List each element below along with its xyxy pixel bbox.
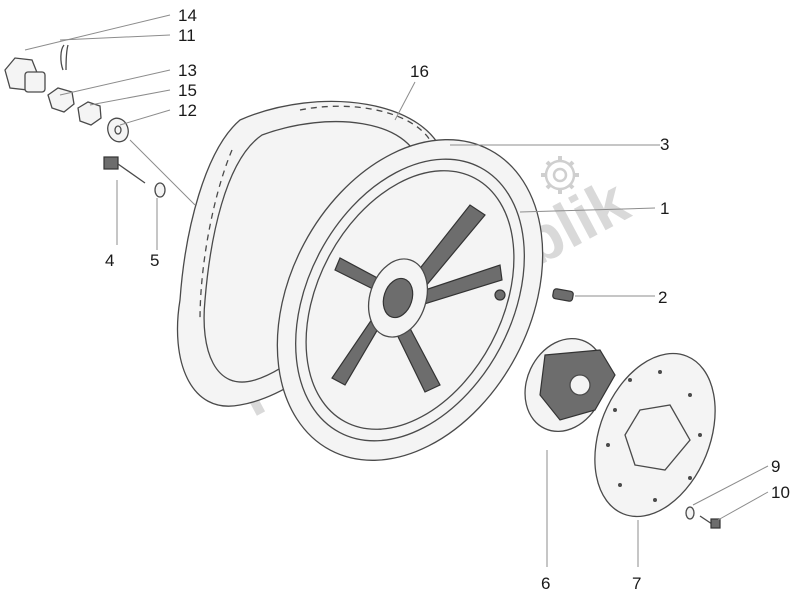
- nut-15: [77, 101, 102, 126]
- brake-disc: [594, 352, 716, 518]
- callout-1: 1: [660, 199, 669, 218]
- callout-16: 16: [410, 62, 429, 81]
- washer-5: [154, 182, 166, 198]
- callout-11: 11: [178, 26, 196, 45]
- callout-14: 14: [178, 6, 197, 25]
- castle-nut-13: [47, 87, 75, 113]
- callout-12: 12: [178, 101, 197, 120]
- callout-10: 10: [771, 483, 790, 502]
- callout-2: 2: [658, 288, 667, 307]
- axle-nut-14: [4, 57, 46, 93]
- washer-9: [685, 506, 695, 520]
- callout-numbers: 14 11 13 15 12 16 3 1 2 4 5 9 10 6 7: [105, 6, 790, 593]
- leader-lines: [24, 14, 769, 567]
- bolt-10: [699, 515, 721, 529]
- callout-6: 6: [541, 574, 550, 593]
- washer-12: [107, 117, 129, 143]
- wheel-rim: [276, 139, 544, 461]
- bolt-4: [103, 156, 146, 184]
- callout-3: 3: [660, 135, 669, 154]
- callout-7: 7: [632, 574, 641, 593]
- callout-4: 4: [105, 251, 114, 270]
- brake-hub-flange: [524, 337, 616, 433]
- callout-13: 13: [178, 61, 197, 80]
- valve: [552, 288, 574, 302]
- callout-15: 15: [178, 81, 197, 100]
- gear-icon: [541, 156, 579, 194]
- callout-5: 5: [150, 251, 159, 270]
- callout-9: 9: [771, 457, 780, 476]
- cotter-pin-11: [60, 44, 69, 71]
